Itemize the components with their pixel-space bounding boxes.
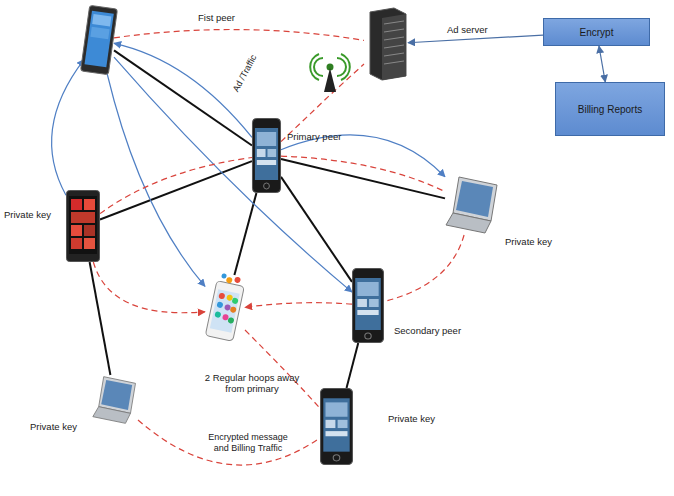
device-node: Fist peer	[84, 6, 114, 74]
device-caption: 2 Regular hoops away from primary	[196, 372, 308, 394]
box-text: Billing Reports	[578, 104, 642, 115]
device-caption: Private key	[505, 236, 565, 247]
peer-link	[90, 262, 111, 375]
encrypted-traffic-line	[93, 262, 205, 313]
encrypted-traffic-line	[100, 157, 252, 213]
traffic-label: Ad /Traffic	[229, 51, 260, 97]
device-caption: Secondary peer	[394, 325, 474, 336]
encrypted-traffic-line	[384, 235, 464, 302]
device-node: 2 Regular hoops away from primary	[205, 275, 245, 345]
process-box: Billing Reports	[555, 82, 665, 136]
phone-icon	[320, 388, 353, 465]
device-node: Ad server	[364, 8, 408, 80]
phone-icon	[66, 190, 100, 262]
device-caption: Fist peer	[198, 12, 268, 23]
device-caption: Primary peer	[287, 131, 367, 142]
encrypted-traffic-line	[245, 303, 352, 308]
device-caption: Private key	[4, 209, 64, 220]
device-node: Private key	[320, 388, 353, 465]
data-flow-arrow	[52, 60, 84, 196]
peer-link	[234, 193, 256, 275]
antenna-symbol	[310, 54, 350, 92]
laptop-icon	[92, 375, 138, 425]
device-node: Secondary peer	[352, 268, 384, 343]
peer-link	[114, 50, 252, 145]
data-flow-arrow	[408, 35, 543, 43]
peer-link	[347, 343, 359, 388]
encrypted-traffic-line	[245, 330, 320, 408]
device-node: Primary peer	[252, 118, 281, 193]
device-caption: Private key	[388, 413, 448, 424]
phone-icon	[252, 118, 281, 193]
process-box: Encrypt	[543, 18, 650, 46]
device-caption: Ad server	[447, 24, 507, 35]
peer-link	[281, 177, 352, 282]
data-flow-arrow	[107, 74, 205, 286]
box-text: Encrypt	[580, 27, 614, 38]
peer-link	[100, 161, 252, 219]
encrypted-traffic-line	[281, 156, 445, 192]
edge-label: Encrypted message and Billing Traffic	[206, 432, 290, 454]
device-node: Private key	[92, 375, 138, 425]
phone-icon	[352, 268, 384, 343]
device-caption: Private key	[30, 421, 90, 432]
data-flow-arrow	[599, 46, 605, 82]
server-icon	[364, 8, 408, 80]
phone-icon	[205, 275, 245, 345]
laptop-icon	[445, 175, 500, 235]
encrypted-traffic-line	[138, 420, 320, 465]
tablet-icon	[84, 6, 114, 74]
device-node: Private key	[445, 175, 500, 235]
encrypted-traffic-line	[114, 30, 364, 41]
device-node: Private key	[66, 190, 100, 262]
